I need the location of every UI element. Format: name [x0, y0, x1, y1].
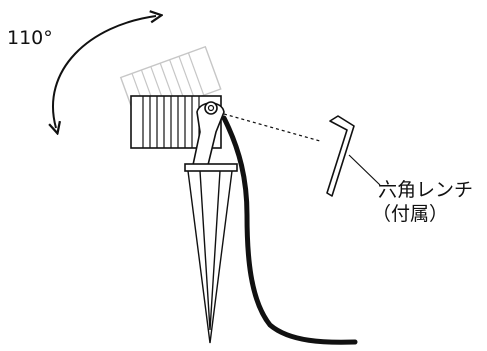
leader-line [223, 113, 321, 142]
pivot-bolt [204, 101, 218, 115]
hex-wrench-icon [326, 115, 355, 197]
ground-stake [187, 170, 233, 344]
stake-collar [184, 163, 238, 172]
wrench-label-leader [348, 154, 381, 186]
rotation-arc-arrow [53, 16, 156, 128]
wrench-label-line2: （付属） [372, 203, 449, 225]
wrench-label-line1: 六角レンチ [378, 179, 474, 201]
power-cable [221, 115, 358, 345]
angle-label: 110° [7, 27, 53, 49]
